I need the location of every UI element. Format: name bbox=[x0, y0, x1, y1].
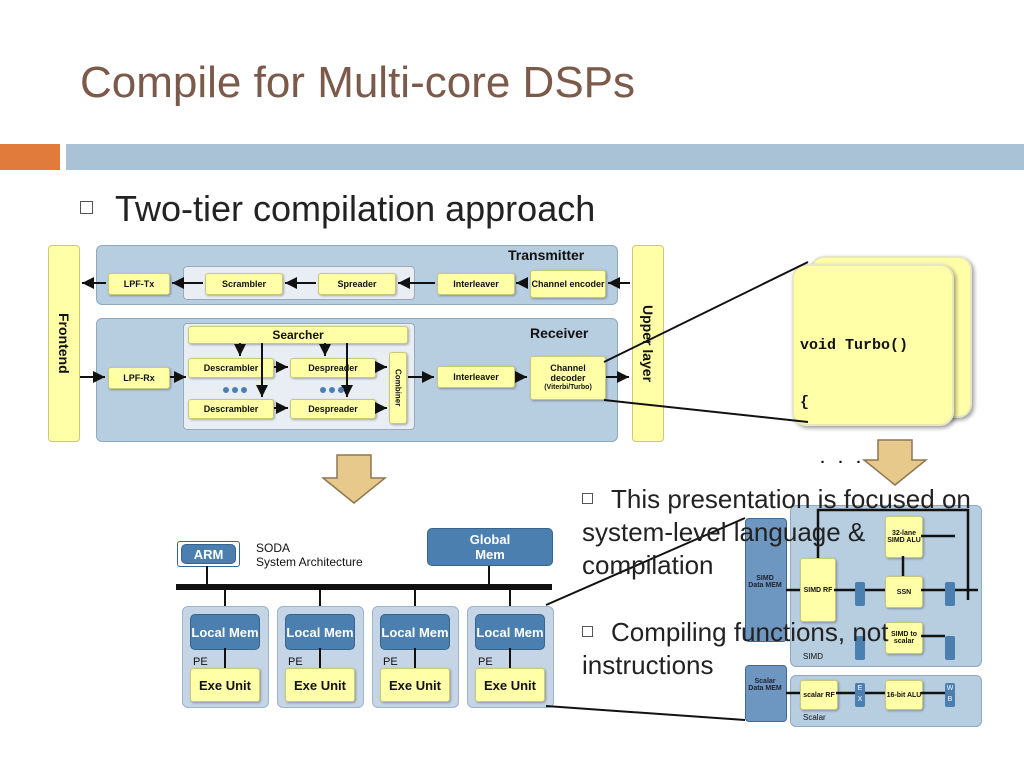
channel-decoder-line2: decoder bbox=[550, 373, 586, 383]
scalar-mem-box bbox=[745, 665, 787, 722]
scalar-section-label: Scalar bbox=[803, 713, 826, 722]
alu16-box: 16-bit ALU bbox=[885, 680, 923, 710]
bullet-presentation-text: This presentation is focused on system-l… bbox=[582, 484, 971, 580]
simd-ex-stage-2 bbox=[855, 636, 865, 660]
lpf-rx-box: LPF-Rx bbox=[108, 367, 170, 389]
accent-bar-orange bbox=[0, 144, 60, 170]
simd-mem-box bbox=[745, 518, 787, 642]
pe-label-2: PE bbox=[288, 656, 303, 668]
descrambler-1-box: Descrambler bbox=[188, 358, 274, 378]
simd-ex-stage bbox=[855, 582, 865, 606]
code-line-1: void Turbo() bbox=[800, 337, 909, 354]
accent-bar-blue bbox=[66, 144, 1024, 170]
exe-unit-2: Exe Unit bbox=[285, 668, 355, 702]
simd-mem-label: SIMD Data MEM bbox=[748, 575, 782, 589]
upper-layer-bar: Upper layer bbox=[632, 245, 664, 442]
soda-title-line2: System Architecture bbox=[256, 555, 363, 569]
channel-decoder-box: Channel decoder (Viterbi/Turbo) bbox=[530, 356, 606, 400]
pe-label-4: PE bbox=[478, 656, 493, 668]
system-bus bbox=[176, 584, 552, 590]
exe-unit-4: Exe Unit bbox=[475, 668, 545, 702]
despreader-1-box: Despreader bbox=[290, 358, 376, 378]
transmitter-label: Transmitter bbox=[508, 247, 585, 263]
exe-unit-3: Exe Unit bbox=[380, 668, 450, 702]
scalar-rf-box: scalar RF bbox=[800, 680, 838, 710]
channel-encoder-box: Channel encoder bbox=[530, 270, 606, 298]
descrambler-2-box: Descrambler bbox=[188, 399, 274, 419]
ssn-box: SSN bbox=[885, 576, 923, 608]
channel-decoder-line3: (Viterbi/Turbo) bbox=[544, 384, 592, 391]
bullet-presentation: This presentation is focused on system-l… bbox=[582, 483, 992, 582]
channel-decoder-line1: Channel bbox=[550, 363, 586, 373]
arm-box: ARM bbox=[181, 544, 236, 564]
soda-title: SODA System Architecture bbox=[256, 541, 363, 569]
bullet-square-icon bbox=[582, 625, 593, 637]
code-line-3: . . . bbox=[800, 451, 864, 468]
global-mem-box: Global Mem bbox=[427, 528, 553, 566]
pe-label-1: PE bbox=[193, 656, 208, 668]
bullet-compiling-text: Compiling functions, not instructions bbox=[582, 617, 889, 680]
spreader-box: Spreader bbox=[318, 273, 396, 295]
simd-alu-box: 32-lane SIMD ALU bbox=[885, 516, 923, 558]
local-mem-4: Local Mem bbox=[475, 614, 545, 650]
scrambler-box: Scrambler bbox=[205, 273, 283, 295]
soda-title-line1: SODA bbox=[256, 541, 291, 555]
frontend-label: Frontend bbox=[56, 313, 72, 374]
main-bullet: Two-tier compilation approach bbox=[80, 188, 595, 230]
global-mem-label: Global Mem bbox=[469, 532, 511, 562]
bullet-square-icon bbox=[582, 492, 593, 504]
simd-wb-stage bbox=[945, 582, 955, 606]
combiner-label: Combiner bbox=[393, 369, 403, 407]
pe-label-3: PE bbox=[383, 656, 398, 668]
scalar-mem-label: Scalar Data MEM bbox=[748, 678, 782, 692]
lpf-tx-box: LPF-Tx bbox=[108, 273, 170, 295]
simd-wb-stage-2 bbox=[945, 636, 955, 660]
exe-unit-1: Exe Unit bbox=[190, 668, 260, 702]
receiver-label: Receiver bbox=[530, 325, 589, 341]
scalar-wb-stage: W B bbox=[945, 683, 955, 707]
tx-interleaver-box: Interleaver bbox=[437, 273, 515, 295]
upper-layer-label: Upper layer bbox=[640, 304, 656, 383]
frontend-bar: Frontend bbox=[48, 245, 80, 442]
rx-interleaver-box: Interleaver bbox=[437, 366, 515, 388]
searcher-box: Searcher bbox=[188, 326, 408, 344]
simd-section-label: SIMD bbox=[803, 652, 823, 661]
simd-to-scalar-box: SIMD to scalar bbox=[885, 622, 923, 654]
code-line-2: { bbox=[800, 394, 810, 411]
page-title: Compile for Multi-core DSPs bbox=[80, 58, 636, 107]
simd-rf-box: SIMD RF bbox=[800, 558, 836, 622]
scalar-ex-stage: E X bbox=[855, 683, 865, 707]
bullet-compiling: Compiling functions, not instructions bbox=[582, 616, 992, 682]
bullet-square-icon bbox=[80, 200, 93, 214]
code-card-front bbox=[792, 264, 954, 426]
combiner-box: Combiner bbox=[389, 352, 407, 424]
main-bullet-text: Two-tier compilation approach bbox=[115, 188, 596, 229]
